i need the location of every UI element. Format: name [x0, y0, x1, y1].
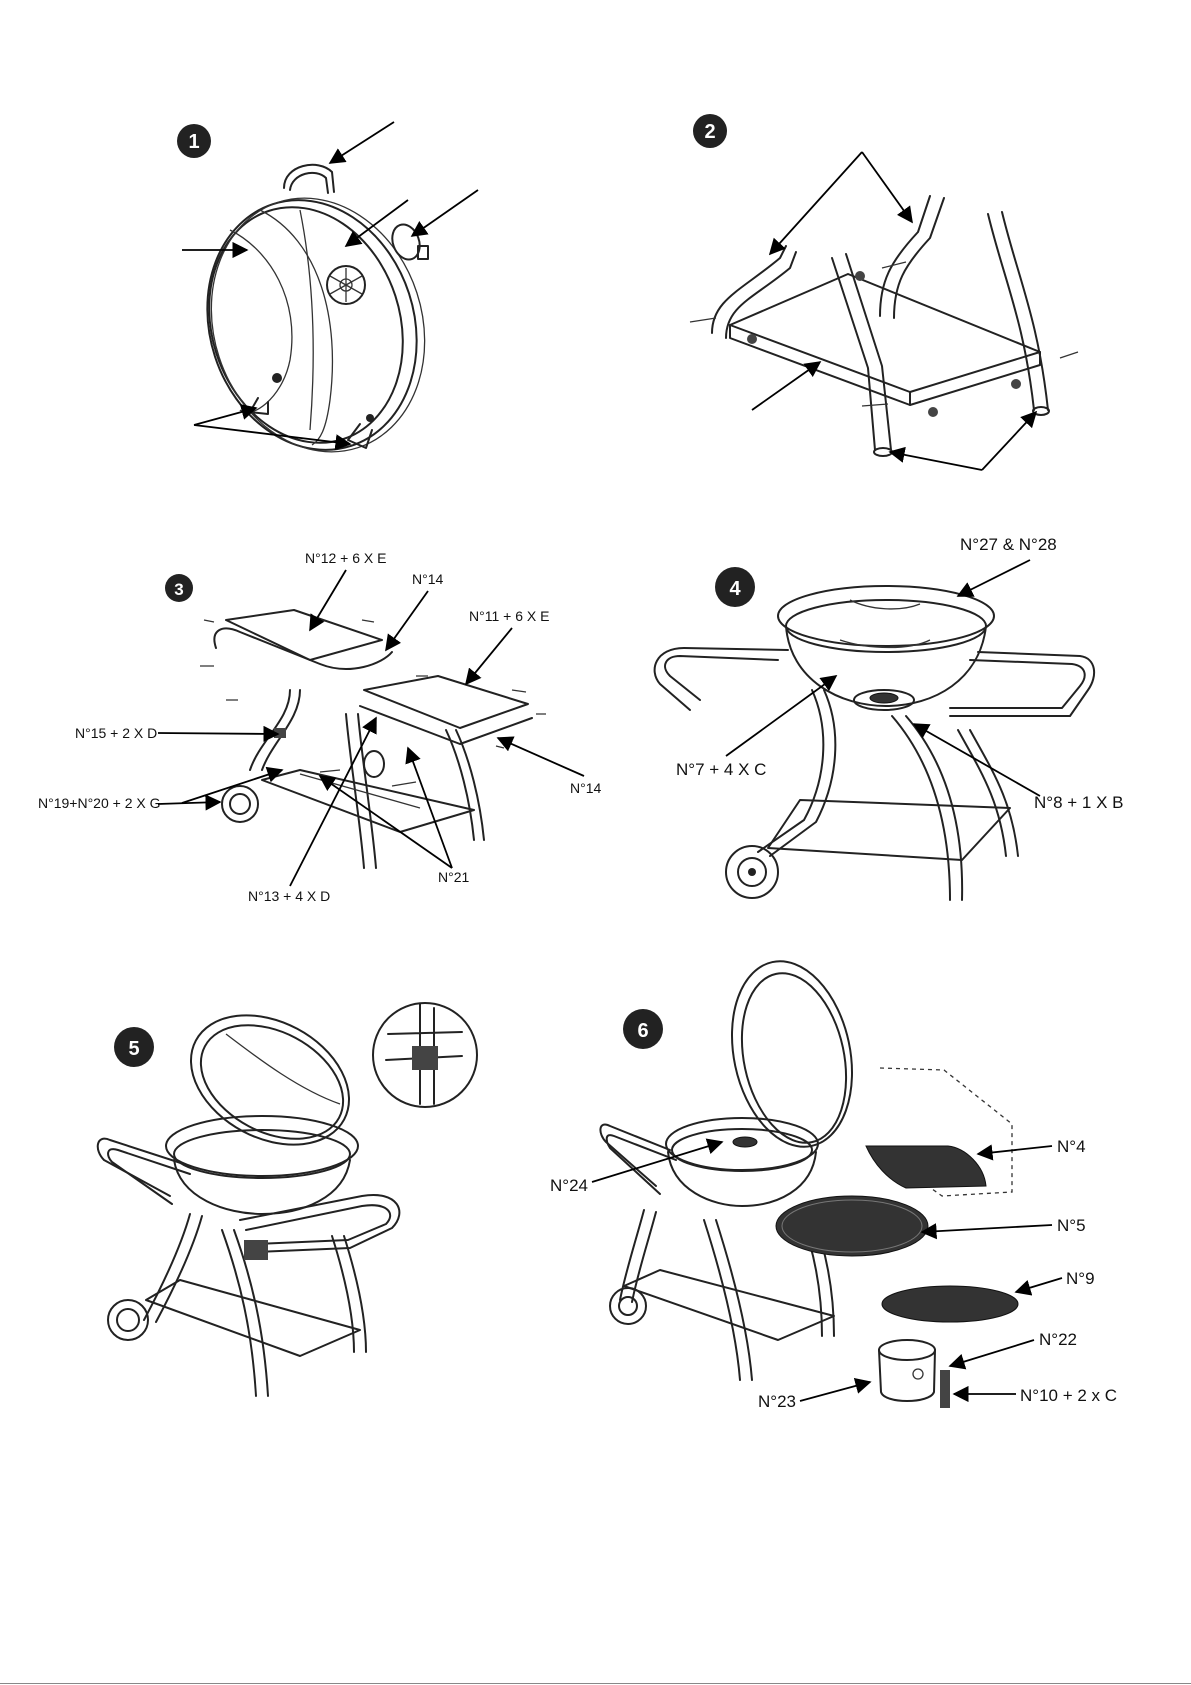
label-n27-n28: N°27 & N°28 — [960, 535, 1057, 554]
step-1-number: 1 — [188, 131, 199, 153]
label-n14-top: N°14 — [412, 571, 443, 587]
page-bottom-rule — [0, 1683, 1191, 1684]
step-3-labels: N°12 + 6 X E N°14 N°11 + 6 X E N°15 + 2 … — [38, 550, 601, 904]
step-6-number: 6 — [637, 1020, 648, 1042]
step-3-badge: 3 — [165, 574, 193, 602]
step-5-number: 5 — [128, 1038, 139, 1060]
label-n8: N°8 + 1 X B — [1034, 793, 1123, 812]
label-n9: N°9 — [1066, 1269, 1095, 1288]
step-1-panel: 1 — [176, 122, 478, 480]
step-2-number: 2 — [704, 121, 715, 143]
label-n12: N°12 + 6 X E — [305, 550, 386, 566]
shelf-frame-drawing — [690, 196, 1078, 456]
label-n7: N°7 + 4 X C — [676, 760, 766, 779]
lid-drawing — [176, 165, 457, 480]
step-6-panel: 6 — [550, 950, 1117, 1411]
step-6-badge: 6 — [623, 1009, 663, 1049]
step-2-badge: 2 — [693, 114, 727, 148]
label-n11: N°11 + 6 X E — [469, 608, 549, 624]
grill-bowl-cart-drawing — [655, 586, 1095, 900]
step-3-panel: 3 N°12 + 6 X E N°14 N°11 + 6 X E — [38, 550, 601, 904]
step-4-number: 4 — [729, 578, 741, 600]
grill-open-lid-drawing — [98, 989, 477, 1396]
step-4-arrows — [726, 560, 1040, 796]
label-n13: N°13 + 4 X D — [248, 888, 330, 904]
step-2-panel: 2 — [690, 114, 1078, 470]
label-n15: N°15 + 2 X D — [75, 725, 157, 741]
step-5-panel: 5 — [98, 989, 477, 1396]
label-n4: N°4 — [1057, 1137, 1086, 1156]
label-n14-right: N°14 — [570, 780, 601, 796]
step-3-number: 3 — [174, 580, 183, 599]
step-1-badge: 1 — [177, 124, 211, 158]
step-6-labels: N°24 N°4 N°5 N°9 N°22 N°23 N°10 + 2 x C — [550, 1137, 1117, 1411]
label-n5: N°5 — [1057, 1216, 1086, 1235]
label-n10: N°10 + 2 x C — [1020, 1386, 1117, 1405]
label-n21: N°21 — [438, 869, 469, 885]
label-n22: N°22 — [1039, 1330, 1077, 1349]
step-4-badge: 4 — [715, 567, 755, 607]
exploded-grill-drawing — [600, 950, 1018, 1408]
step-4-panel: 4 N°27 & N°28 N°7 + 4 X C — [655, 535, 1124, 900]
label-n24: N°24 — [550, 1176, 588, 1195]
step-5-badge: 5 — [114, 1027, 154, 1067]
label-n19-n20: N°19+N°20 + 2 X G — [38, 795, 161, 811]
label-n23: N°23 — [758, 1392, 796, 1411]
